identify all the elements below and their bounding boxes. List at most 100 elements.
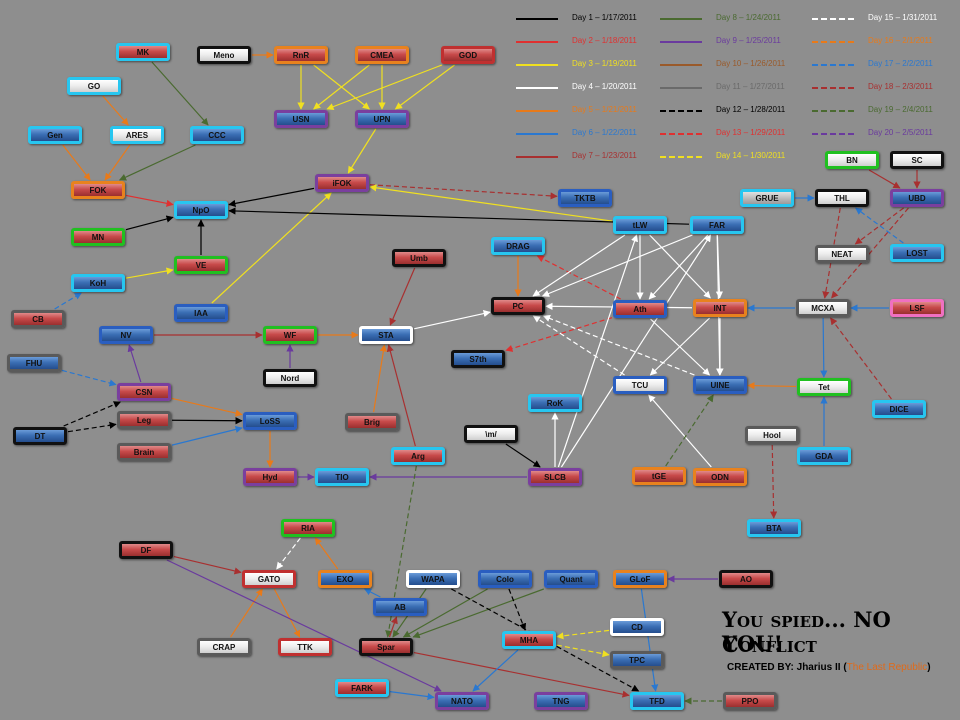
- node-upn: UPN: [355, 110, 409, 128]
- legend-label-day-8: Day 8 – 1/24/2011: [716, 13, 781, 22]
- node-ppo: PPO: [723, 692, 777, 710]
- node-label: TTK: [297, 642, 313, 652]
- node-cb: CB: [11, 310, 65, 328]
- legend-label-day-3: Day 3 – 1/19/2011: [572, 59, 637, 68]
- edge-Hool-to-BTA: [770, 444, 778, 519]
- credit-open: (: [840, 662, 847, 673]
- edge-Ath-to-UINE: [650, 318, 710, 376]
- edge-SLCB-to-tLW: [557, 234, 638, 468]
- node-ab: AB: [373, 598, 427, 616]
- edge-FARK-to-NATO: [389, 691, 435, 701]
- node-label: FOK: [89, 185, 107, 195]
- node-far: FAR: [690, 216, 744, 234]
- node-label: DICE: [889, 404, 909, 414]
- node-pc: PC: [491, 297, 545, 315]
- node-label: LoSS: [259, 416, 281, 426]
- node-nord: Nord: [263, 369, 317, 387]
- node-nv: NV: [99, 326, 153, 344]
- node-hyd: Hyd: [243, 468, 297, 486]
- legend-line-day-15: [812, 18, 854, 20]
- legend-line-day-10: [660, 64, 702, 66]
- node-ares: ARES: [110, 126, 164, 144]
- legend-line-day-7: [516, 156, 558, 158]
- edge-GATO-to-TTK: [273, 588, 301, 638]
- node-label: DRAG: [506, 241, 530, 251]
- legend-line-day-2: [516, 41, 558, 43]
- edge-iFOK-to-TKTB: [369, 184, 558, 200]
- edge-MHA-to-TPC: [556, 644, 610, 658]
- legend-line-day-5: [516, 110, 558, 112]
- node-npo: NpO: [174, 201, 228, 219]
- edge-Colo-to-Spar: [402, 588, 488, 638]
- node-label: UPN: [373, 114, 391, 124]
- node-lost: LOST: [890, 244, 944, 262]
- legend-label-day-5: Day 5 – 1/21/2011: [572, 105, 637, 114]
- node-label: NEAT: [831, 249, 853, 259]
- edge-CB-to-KoH: [54, 292, 82, 310]
- node-label: ODN: [711, 472, 729, 482]
- legend-line-day-12: [660, 110, 702, 112]
- legend-label-day-12: Day 12 – 1/28/2011: [716, 105, 786, 114]
- node-tlw: tLW: [613, 216, 667, 234]
- edge-tLW-to-PC: [532, 234, 626, 297]
- legend-label-day-10: Day 10 – 1/26/2011: [716, 59, 786, 68]
- node-umb: Umb: [392, 249, 446, 267]
- node-label: Ath: [633, 304, 647, 314]
- edge-MHA-to-NATO: [472, 649, 519, 692]
- legend-label-day-4: Day 4 – 1/20/2011: [572, 82, 637, 91]
- edge-GOD-to-UPN: [394, 64, 455, 110]
- node-label: UBD: [908, 193, 926, 203]
- edge-m-to-SLCB: [505, 443, 541, 468]
- node-label: VE: [195, 260, 207, 270]
- node-ubd: UBD: [890, 189, 944, 207]
- node-label: CD: [631, 622, 643, 632]
- node-label: Quant: [559, 574, 583, 584]
- legend-label-day-7: Day 7 – 1/23/2011: [572, 151, 637, 160]
- node-int: INT: [693, 299, 747, 317]
- node-slcb: SLCB: [528, 468, 582, 486]
- node-label: CSN: [135, 387, 153, 397]
- node-label: CB: [32, 314, 44, 324]
- legend-label-day-16: Day 16 – 2/1/2011: [868, 36, 933, 45]
- node-label: tGE: [651, 471, 667, 481]
- node-sta: STA: [359, 326, 413, 344]
- node-label: Arg: [411, 451, 425, 461]
- node-quant: Quant: [544, 570, 598, 588]
- node-df: DF: [119, 541, 173, 559]
- legend-label-day-15: Day 15 – 1/31/2011: [868, 13, 938, 22]
- legend-line-day-16: [812, 41, 854, 43]
- node-s7th: S7th: [451, 350, 505, 368]
- node-label: RnR: [292, 50, 310, 60]
- edge-CRAP-to-GATO: [230, 588, 263, 638]
- legend-line-day-11: [660, 87, 702, 89]
- edge-tLW-to-INT: [649, 234, 711, 299]
- edge-AB-to-EXO: [364, 588, 381, 598]
- edge-UINE-to-PC: [542, 315, 695, 376]
- node-label: tLW: [632, 220, 648, 230]
- node-label: CCC: [208, 130, 226, 140]
- node-label: Nord: [280, 373, 300, 383]
- node-lsf: LSF: [890, 299, 944, 317]
- node-label: S7th: [469, 354, 487, 364]
- node-label: CRAP: [212, 642, 236, 652]
- node-tge: tGE: [632, 467, 686, 485]
- edge-CSN-to-LoSS: [171, 397, 243, 417]
- edge-STA-to-PC: [413, 310, 491, 330]
- node-label: \m/: [485, 429, 497, 439]
- node-hool: Hool: [745, 426, 799, 444]
- node-label: MN: [91, 232, 105, 242]
- node-god: GOD: [441, 46, 495, 64]
- node-label: CMEA: [370, 50, 394, 60]
- node-label: TNG: [552, 696, 570, 706]
- edge-DF-to-NATO: [166, 559, 442, 692]
- node-label: NATO: [451, 696, 473, 706]
- node-loss: LoSS: [243, 412, 297, 430]
- legend-label-day-6: Day 6 – 1/22/2011: [572, 128, 637, 137]
- edge-CD-to-MHA: [556, 629, 610, 640]
- node-label: Leg: [136, 415, 152, 425]
- node-label: USN: [292, 114, 310, 124]
- legend-label-day-9: Day 9 – 1/25/2011: [716, 36, 781, 45]
- node-mha: MHA: [502, 631, 556, 649]
- node-bta: BTA: [747, 519, 801, 537]
- edge-UBD-to-MCXA: [831, 207, 909, 299]
